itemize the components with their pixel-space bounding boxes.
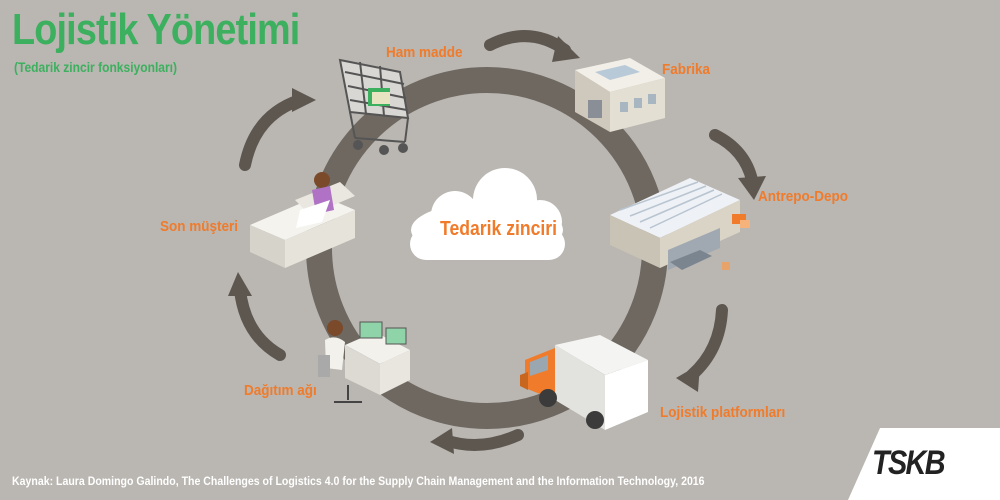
customer-sofa-icon <box>250 172 355 268</box>
stage-label-fabrika: Fabrika <box>662 61 711 78</box>
stage-label-antrepo-depo: Antrepo-Depo <box>758 188 848 205</box>
office-desk-icon <box>318 320 410 403</box>
stage-label-son-musteri: Son müşteri <box>160 218 239 235</box>
arrow-icon <box>239 94 306 171</box>
arrow-icon <box>234 284 286 361</box>
page-title: Lojistik Yönetimi <box>12 5 300 54</box>
page-subtitle: (Tedarik zincir fonksiyonları) <box>14 59 178 75</box>
truck-icon <box>520 335 648 430</box>
stage-label-dagitim-agi: Dağıtım ağı <box>244 382 317 399</box>
arrowhead-icon <box>552 36 580 62</box>
arrowhead-icon <box>738 176 766 200</box>
stage-label-ham-madde: Ham madde <box>386 44 463 61</box>
arrowhead-icon <box>228 272 252 296</box>
arrowhead-icon <box>676 364 700 392</box>
arrow-icon <box>484 30 571 56</box>
arrowhead-icon <box>430 428 454 454</box>
tskb-logo: TSKB <box>872 444 946 482</box>
arrow-heads <box>228 36 766 454</box>
center-label: Tedarik zinciri <box>440 218 558 240</box>
arrowhead-icon <box>292 88 316 112</box>
logo-background <box>848 428 1000 500</box>
arrow-icon <box>439 429 524 451</box>
warehouse-icon <box>610 178 750 270</box>
arrow-icon <box>709 129 758 186</box>
cloud-icon <box>410 168 565 260</box>
factory-icon <box>575 58 665 132</box>
arrow-icon <box>686 304 728 381</box>
stage-label-lojistik-platformlari: Lojistik platformları <box>660 404 786 421</box>
source-caption: Kaynak: Laura Domingo Galindo, The Chall… <box>12 474 705 488</box>
shopping-cart-icon <box>338 58 410 155</box>
